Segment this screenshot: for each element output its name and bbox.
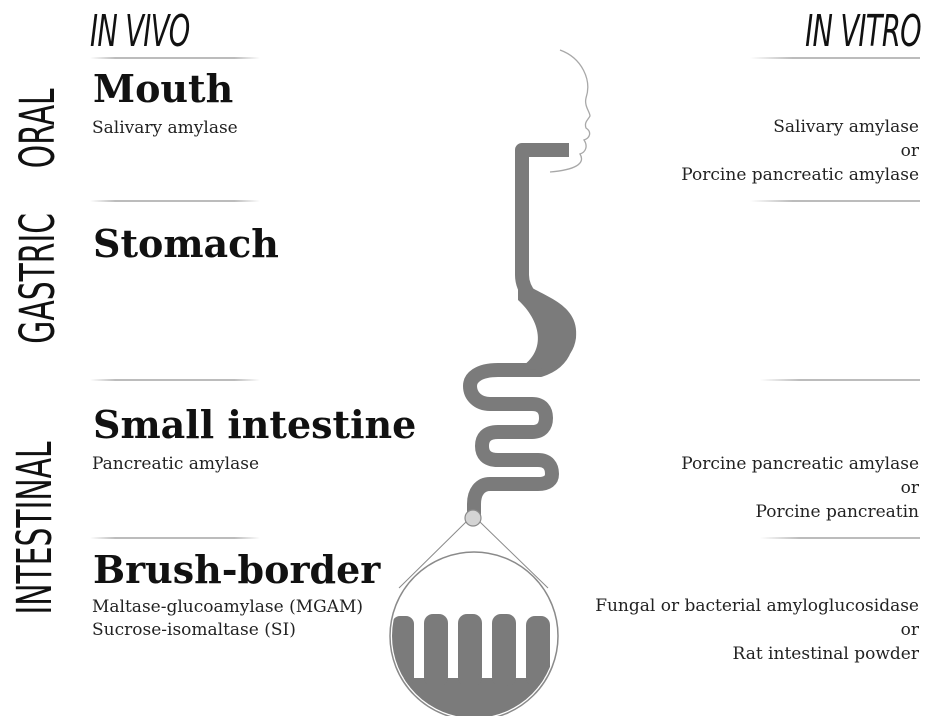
digestive-tract-icon <box>470 150 576 516</box>
villi-magnifier-icon <box>380 510 570 716</box>
